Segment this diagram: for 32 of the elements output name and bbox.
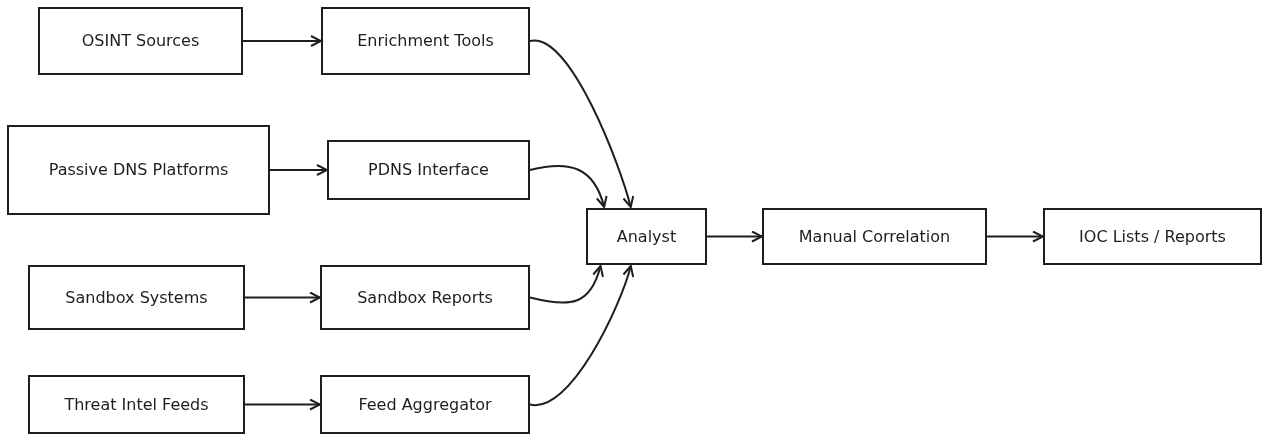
process-box <box>321 7 530 75</box>
arrow <box>242 35 322 47</box>
process-box <box>28 265 245 330</box>
box-label: Passive DNS Platforms <box>48 159 229 181</box>
box-label: Enrichment Tools <box>357 30 494 52</box>
box-label: Sandbox Systems <box>65 286 208 309</box>
arrow <box>529 265 604 304</box>
process-box <box>586 208 707 265</box>
process-box <box>327 140 530 200</box>
box-label: Sandbox Reports <box>357 286 493 309</box>
box-label: IOC Lists / Reports <box>1079 225 1226 248</box>
box-label: PDNS Interface <box>368 159 489 181</box>
process-box <box>320 375 530 434</box>
arrow <box>986 230 1044 243</box>
box-label: OSINT Sources <box>81 30 200 52</box>
process-box <box>320 265 530 330</box>
process-box <box>28 375 245 434</box>
process-box <box>7 125 270 215</box>
box-label: Feed Aggregator <box>358 393 492 416</box>
arrow <box>244 398 321 411</box>
arrow <box>529 40 634 208</box>
box-label: Manual Correlation <box>798 225 951 248</box>
process-box <box>1043 208 1262 265</box>
box-label: Analyst <box>616 225 677 248</box>
arrow <box>244 291 321 304</box>
arrow <box>706 230 763 243</box>
arrow <box>269 164 328 176</box>
process-box <box>762 208 987 265</box>
box-label: Threat Intel Feeds <box>64 393 209 416</box>
arrow <box>529 164 608 208</box>
arrow <box>529 265 634 406</box>
process-box <box>38 7 243 75</box>
